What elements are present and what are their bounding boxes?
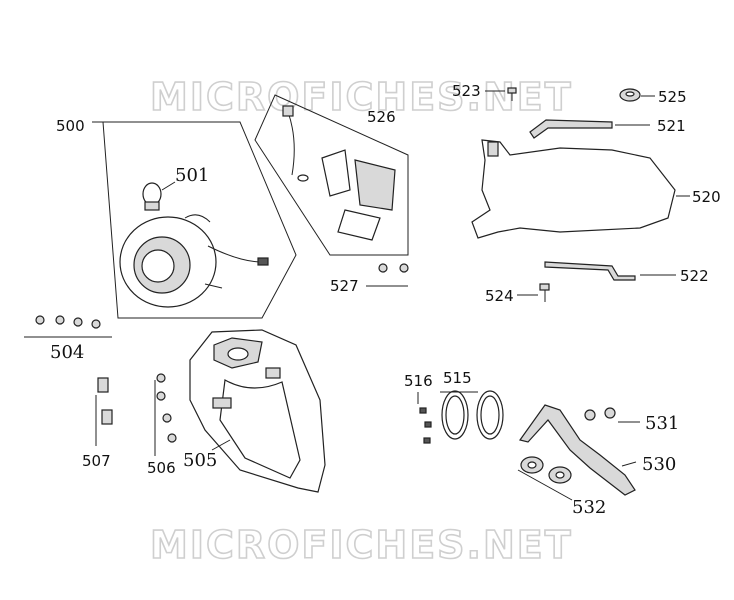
screws-527 — [366, 263, 409, 287]
headlight-assembly-group — [92, 121, 297, 319]
screws-504 — [24, 315, 112, 338]
headlight-assembly-outline — [102, 121, 297, 319]
clips-507 — [95, 377, 113, 446]
headlight-reflector — [119, 214, 269, 308]
label-504: 504 — [50, 342, 84, 363]
screw-523 — [485, 87, 517, 101]
grommets-532 — [517, 456, 573, 501]
nut-525 — [619, 88, 655, 102]
front-cover-505 — [189, 329, 326, 493]
cover-520 — [471, 139, 690, 239]
label-506: 506 — [147, 459, 176, 477]
label-522: 522 — [680, 267, 709, 285]
label-530: 530 — [642, 454, 676, 475]
watermark-top: MICROFICHES.NET — [150, 75, 573, 119]
clamp-rings-515 — [440, 390, 504, 440]
label-523: 523 — [452, 82, 481, 100]
label-507: 507 — [82, 452, 111, 470]
bolts-531 — [584, 407, 640, 423]
turn-signal-outline — [254, 94, 409, 256]
label-520: 520 — [692, 188, 721, 206]
bracket-521 — [529, 119, 650, 139]
screw-524 — [517, 283, 550, 302]
label-500: 500 — [56, 117, 85, 135]
label-524: 524 — [485, 287, 514, 305]
label-516: 516 — [404, 372, 433, 390]
watermark-bottom: MICROFICHES.NET — [150, 523, 573, 567]
bracket-530 — [518, 404, 637, 496]
label-527: 527 — [330, 277, 359, 295]
label-501: 501 — [175, 165, 209, 186]
screws-516 — [417, 392, 432, 444]
label-521: 521 — [657, 117, 686, 135]
label-526: 526 — [367, 108, 396, 126]
label-505: 505 — [183, 450, 217, 471]
label-532: 532 — [572, 497, 606, 518]
label-515: 515 — [443, 369, 472, 387]
bulb-501 — [142, 181, 176, 211]
turn-signal-group — [254, 94, 409, 256]
screws-506 — [154, 373, 177, 456]
bracket-522 — [544, 261, 676, 281]
label-525: 525 — [658, 88, 687, 106]
label-531: 531 — [645, 413, 679, 434]
